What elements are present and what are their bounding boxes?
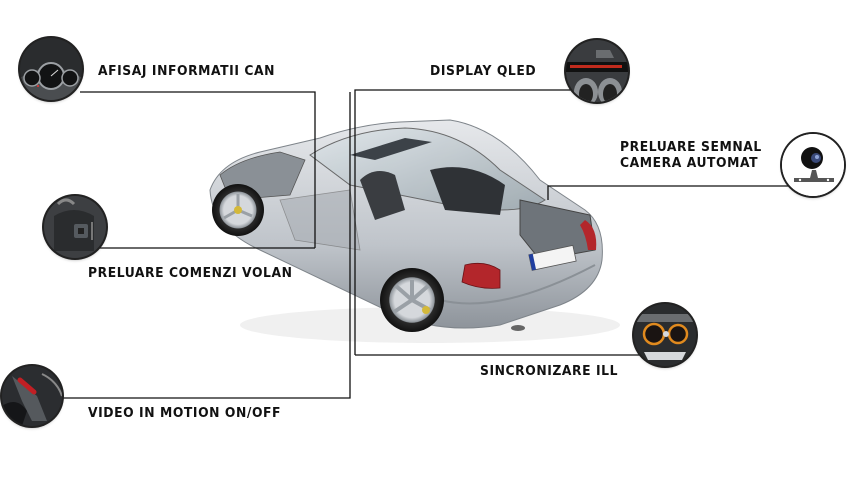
label-can-info: AFISAJ INFORMATII CAN <box>98 64 276 79</box>
label-video-in-motion: VIDEO IN MOTION ON/OFF <box>88 406 282 421</box>
gear-shifter-icon <box>2 366 62 426</box>
connector-display-qled <box>354 89 575 355</box>
taillight-right <box>580 220 597 250</box>
rear-camera-icon <box>782 134 844 196</box>
sunroof <box>350 138 432 160</box>
rear-bumper <box>439 264 596 305</box>
taillight-left <box>461 262 501 289</box>
steering-wheel-controls-icon <box>44 196 106 258</box>
illumination-dials-icon <box>634 304 696 366</box>
rear-seats <box>430 167 505 215</box>
connector-can-info <box>80 91 316 248</box>
connector-video-in-motion <box>60 92 351 399</box>
instrument-cluster-icon <box>20 38 82 100</box>
plate-eu-band <box>528 253 537 271</box>
label-ill-sync: SINCRONIZARE ILL <box>480 364 619 379</box>
car-cutaway-illustration <box>209 119 620 343</box>
exhaust-pipe <box>511 325 525 331</box>
label-camera-signal-line1: PRELUARE SEMNAL <box>620 140 762 155</box>
label-camera-signal-line2: CAMERA AUTOMAT <box>620 156 759 171</box>
interior-seats <box>360 171 405 220</box>
door-cutaway <box>279 189 361 251</box>
label-steering-controls: PRELUARE COMENZI VOLAN <box>88 266 293 281</box>
label-display-qled: DISPLAY QLED <box>430 64 537 79</box>
front-brake-caliper <box>234 206 242 214</box>
connector-camera-signal <box>547 185 790 200</box>
qled-display-icon <box>566 40 628 102</box>
rear-brake-caliper <box>422 306 430 314</box>
